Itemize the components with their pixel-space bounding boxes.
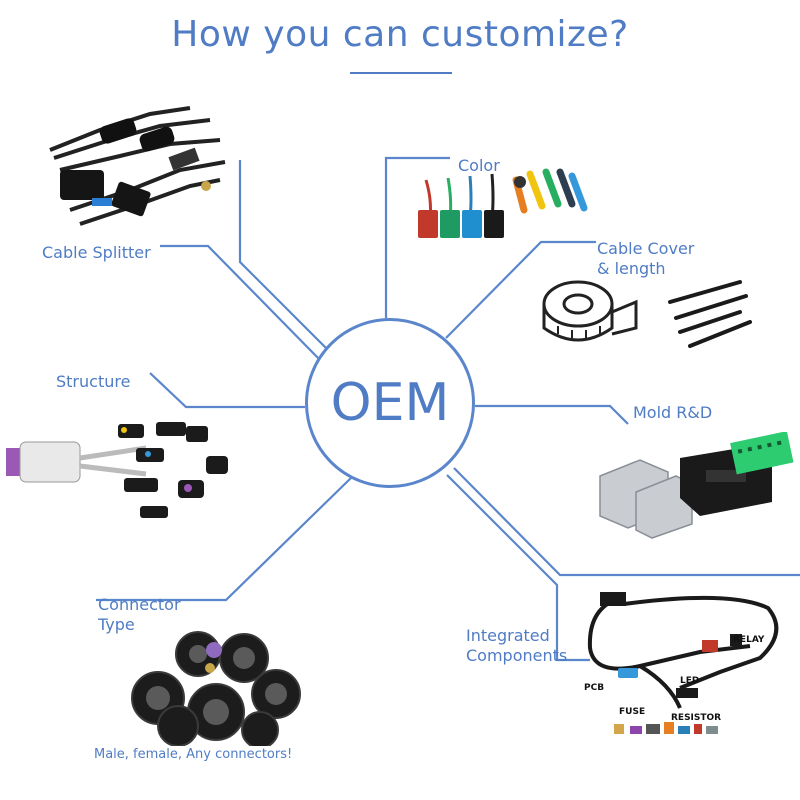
page-title: How you can customize? bbox=[171, 14, 629, 55]
label-structure: Structure bbox=[56, 372, 131, 391]
label-connector-type: Connector Type bbox=[98, 595, 181, 634]
color-cables-image bbox=[418, 168, 588, 238]
label-mold: Mold R&D bbox=[633, 403, 713, 422]
cable-splitter-image bbox=[49, 106, 226, 226]
tag-pcb: PCB bbox=[584, 683, 605, 693]
label-cable-cover: Cable Cover & length bbox=[597, 239, 695, 278]
line-mold bbox=[475, 404, 629, 425]
line-structure bbox=[149, 372, 305, 409]
label-color: Color bbox=[458, 156, 500, 175]
integrated-components-image bbox=[587, 592, 779, 734]
title-underline bbox=[350, 72, 452, 74]
connector-type-image bbox=[131, 631, 301, 746]
line-splitter-a bbox=[238, 160, 331, 353]
line-splitter-b bbox=[160, 244, 321, 361]
line-cable-cover bbox=[445, 240, 596, 339]
tag-relay: RELAY bbox=[733, 635, 765, 645]
label-integrated: Integrated Components bbox=[466, 626, 568, 665]
line-integrated-b bbox=[446, 474, 590, 662]
line-connector bbox=[96, 476, 353, 602]
label-cable-splitter: Cable Splitter bbox=[42, 243, 151, 262]
mold-image bbox=[599, 432, 794, 539]
cable-cover-image bbox=[542, 280, 752, 348]
line-color bbox=[384, 156, 450, 318]
tag-resistor: RESISTOR bbox=[671, 713, 722, 723]
oem-hub: OEM bbox=[305, 318, 475, 488]
structure-image bbox=[6, 422, 228, 518]
tag-led: LED bbox=[680, 676, 700, 686]
line-integrated-a bbox=[453, 467, 800, 577]
connector-note: Male, female, Any connectors! bbox=[94, 747, 293, 762]
tag-fuse: FUSE bbox=[619, 707, 646, 717]
